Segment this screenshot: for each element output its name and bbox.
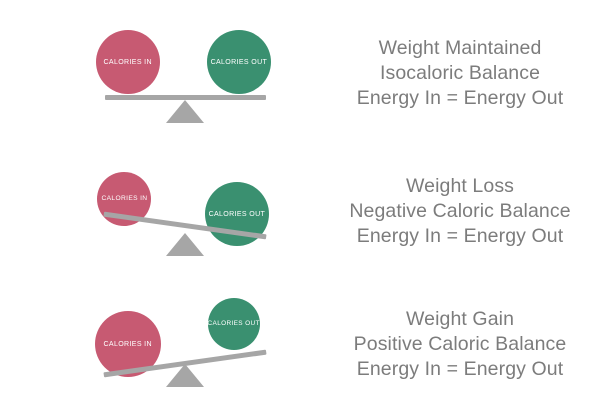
caption-line-2: Positive Caloric Balance — [353, 333, 567, 355]
calories-out-circle: CALORIES OUT — [207, 30, 271, 94]
caption-weight-maintained: Weight Maintained Isocaloric Balance Ene… — [320, 36, 600, 111]
caption-line-2: Negative Caloric Balance — [349, 200, 571, 222]
caption-line-3: Energy In = Energy Out — [356, 225, 564, 247]
calories-out-label: CALORIES OUT — [208, 209, 266, 219]
calories-in-label: CALORIES IN — [103, 57, 153, 67]
balance-scale-illustration: CALORIES IN CALORIES OUT — [0, 138, 330, 276]
balance-scale-illustration: CALORIES IN CALORIES OUT — [0, 276, 330, 414]
caption-line-1: Weight Loss — [405, 175, 515, 197]
balance-scale-illustration: CALORIES IN CALORIES OUT — [0, 0, 330, 138]
caption-line-1: Weight Maintained — [378, 37, 542, 59]
fulcrum-triangle-icon — [166, 364, 204, 387]
calories-in-circle: CALORIES IN — [96, 30, 160, 94]
caption-line-3: Energy In = Energy Out — [356, 87, 564, 109]
balance-row-weight-gain: CALORIES IN CALORIES OUT Weight Gain Pos… — [0, 276, 614, 414]
calories-out-label: CALORIES OUT — [207, 319, 261, 327]
fulcrum-triangle-icon — [166, 100, 204, 123]
caption-weight-gain: Weight Gain Positive Caloric Balance Ene… — [320, 307, 600, 382]
caption-line-1: Weight Gain — [405, 308, 515, 330]
caption-line-3: Energy In = Energy Out — [356, 358, 564, 380]
fulcrum-triangle-icon — [166, 233, 204, 256]
balance-beam — [105, 95, 266, 100]
calories-out-label: CALORIES OUT — [210, 57, 268, 67]
balance-row-weight-maintained: CALORIES IN CALORIES OUT Weight Maintain… — [0, 0, 614, 138]
calories-in-label: CALORIES IN — [101, 194, 147, 202]
caption-line-2: Isocaloric Balance — [379, 62, 541, 84]
calories-in-label: CALORIES IN — [103, 339, 153, 349]
balance-row-weight-loss: CALORIES IN CALORIES OUT Weight Loss Neg… — [0, 138, 614, 276]
caption-weight-loss: Weight Loss Negative Caloric Balance Ene… — [320, 174, 600, 249]
calories-out-circle: CALORIES OUT — [208, 298, 260, 350]
